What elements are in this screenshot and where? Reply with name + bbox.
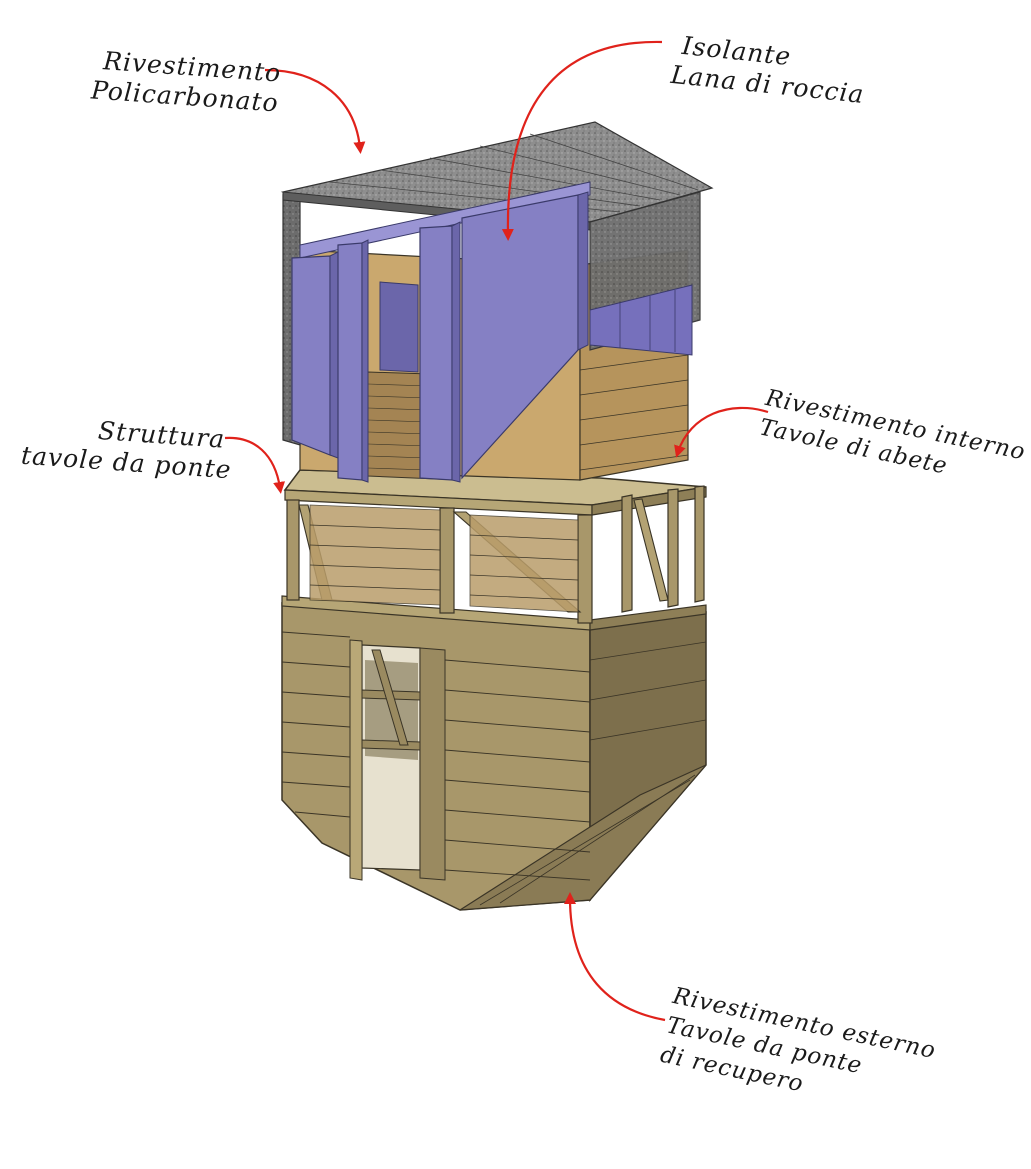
arrow-struttura (224, 436, 286, 494)
scaffold-structure (281, 469, 707, 751)
annotation-arrows (224, 40, 769, 1022)
arrow-isolante (501, 40, 663, 241)
arrow-esterno (564, 892, 666, 1022)
arrow-interno (674, 406, 769, 458)
arrow-policarbonato (264, 68, 366, 154)
rock-wool-insulation (291, 181, 693, 483)
exterior-cladding (281, 602, 707, 911)
